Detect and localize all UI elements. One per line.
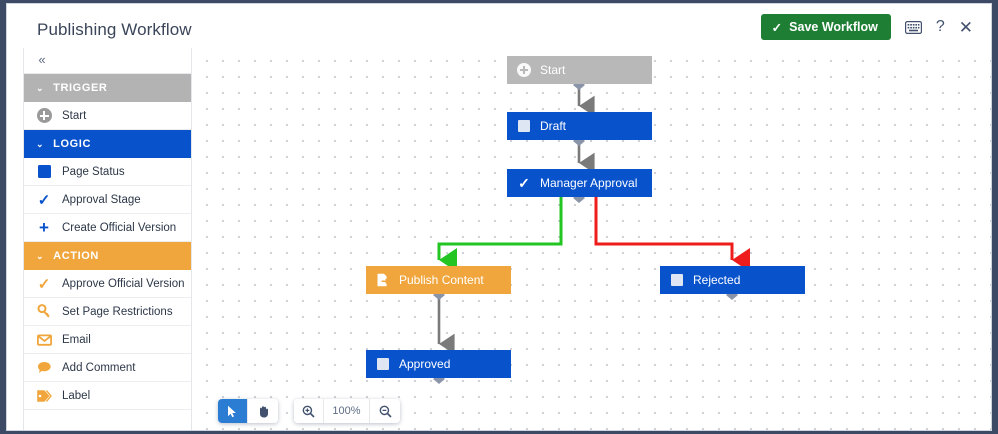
sidebar-item-email[interactable]: Email <box>24 326 191 354</box>
sidebar-item-label[interactable]: Label <box>24 382 191 410</box>
node-label: Publish Content <box>399 273 484 287</box>
sidebar-item-create-official-version[interactable]: + Create Official Version <box>24 214 191 242</box>
comment-icon <box>36 360 52 376</box>
sidebar-item-label: Set Page Restrictions <box>62 305 173 318</box>
sidebar-item-add-comment[interactable]: Add Comment <box>24 354 191 382</box>
check-icon: ✓ <box>771 20 783 35</box>
tag-icon <box>36 388 52 404</box>
sidebar-item-approve-official-version[interactable]: ✓ Approve Official Version <box>24 270 191 298</box>
save-workflow-button[interactable]: ✓ Save Workflow <box>760 14 891 40</box>
blue-square-icon <box>36 164 52 180</box>
sidebar-item-label: Email <box>62 333 91 346</box>
section-label-trigger: TRIGGER <box>53 82 108 94</box>
plus-circle-icon <box>517 63 531 77</box>
zoom-out-button[interactable] <box>370 399 400 423</box>
zoom-control-group: 100% <box>294 399 400 423</box>
envelope-icon <box>36 332 52 348</box>
workflow-canvas[interactable]: Start Draft ✓ Manager Approval Publish C… <box>192 48 991 430</box>
header-bar: Publishing Workflow ✓ Save Workflow ? ✕ <box>7 4 991 48</box>
chevron-down-icon: ⌄ <box>36 138 45 149</box>
chevron-down-icon: ⌄ <box>36 82 45 93</box>
key-icon <box>36 304 52 320</box>
node-start[interactable]: Start <box>507 56 652 84</box>
square-icon <box>517 119 531 133</box>
sidebar-item-label: Start <box>62 109 87 122</box>
collapse-sidebar-button[interactable]: « <box>32 51 52 69</box>
sidebar-item-label: Approve Official Version <box>62 277 185 290</box>
page-title: Publishing Workflow <box>37 20 192 39</box>
node-label: Rejected <box>693 273 741 287</box>
sidebar-item-label: Create Official Version <box>62 221 177 234</box>
keyboard-shortcuts-icon[interactable] <box>904 20 922 34</box>
help-icon[interactable]: ? <box>935 18 945 35</box>
node-label: Manager Approval <box>540 176 638 190</box>
select-tool-button[interactable] <box>218 399 248 423</box>
square-icon <box>376 357 390 371</box>
orange-check-icon: ✓ <box>37 275 51 293</box>
close-icon[interactable]: ✕ <box>958 17 973 37</box>
publish-icon <box>376 273 390 287</box>
node-label: Draft <box>540 119 567 133</box>
node-draft[interactable]: Draft <box>507 112 652 140</box>
section-header-trigger[interactable]: ⌄ TRIGGER <box>24 74 191 102</box>
sidebar-item-label: Page Status <box>62 165 125 178</box>
blue-check-icon: ✓ <box>37 191 51 209</box>
section-label-action: ACTION <box>53 250 99 262</box>
save-workflow-label: Save Workflow <box>789 20 878 34</box>
section-label-logic: LOGIC <box>53 138 91 150</box>
pointer-tool-group <box>218 399 278 423</box>
blue-plus-icon: + <box>39 218 49 237</box>
sidebar-item-page-status[interactable]: Page Status <box>24 158 191 186</box>
square-icon <box>670 273 684 287</box>
plus-circle-icon <box>36 108 52 124</box>
palette-sidebar: « ⌄ TRIGGER Start ⌄ LOGIC Page Status ✓ <box>23 48 192 430</box>
check-icon: ✓ <box>518 174 530 191</box>
sidebar-item-set-page-restrictions[interactable]: Set Page Restrictions <box>24 298 191 326</box>
canvas-toolbar: 100% <box>218 399 400 423</box>
sidebar-item-label: Approval Stage <box>62 193 141 206</box>
node-publish-content[interactable]: Publish Content <box>366 266 511 294</box>
node-label: Approved <box>399 357 451 371</box>
workflow-editor-window: Publishing Workflow ✓ Save Workflow ? ✕ … <box>6 3 992 431</box>
hand-tool-button[interactable] <box>248 399 278 423</box>
node-manager-approval[interactable]: ✓ Manager Approval <box>507 169 652 197</box>
sidebar-item-start[interactable]: Start <box>24 102 191 130</box>
section-header-action[interactable]: ⌄ ACTION <box>24 242 191 270</box>
workflow-edges <box>433 80 750 384</box>
node-approved[interactable]: Approved <box>366 350 511 378</box>
zoom-in-button[interactable] <box>294 399 324 423</box>
header-actions: ✓ Save Workflow ? ✕ <box>760 14 973 40</box>
section-header-logic[interactable]: ⌄ LOGIC <box>24 130 191 158</box>
chevron-down-icon: ⌄ <box>36 250 45 261</box>
sidebar-item-approval-stage[interactable]: ✓ Approval Stage <box>24 186 191 214</box>
sidebar-item-label: Add Comment <box>62 361 136 374</box>
node-label: Start <box>540 63 566 77</box>
node-rejected[interactable]: Rejected <box>660 266 805 294</box>
zoom-level-label: 100% <box>324 399 370 423</box>
sidebar-collapse-row: « <box>24 48 191 74</box>
editor-body: « ⌄ TRIGGER Start ⌄ LOGIC Page Status ✓ <box>7 48 991 430</box>
sidebar-item-label: Label <box>62 389 91 402</box>
